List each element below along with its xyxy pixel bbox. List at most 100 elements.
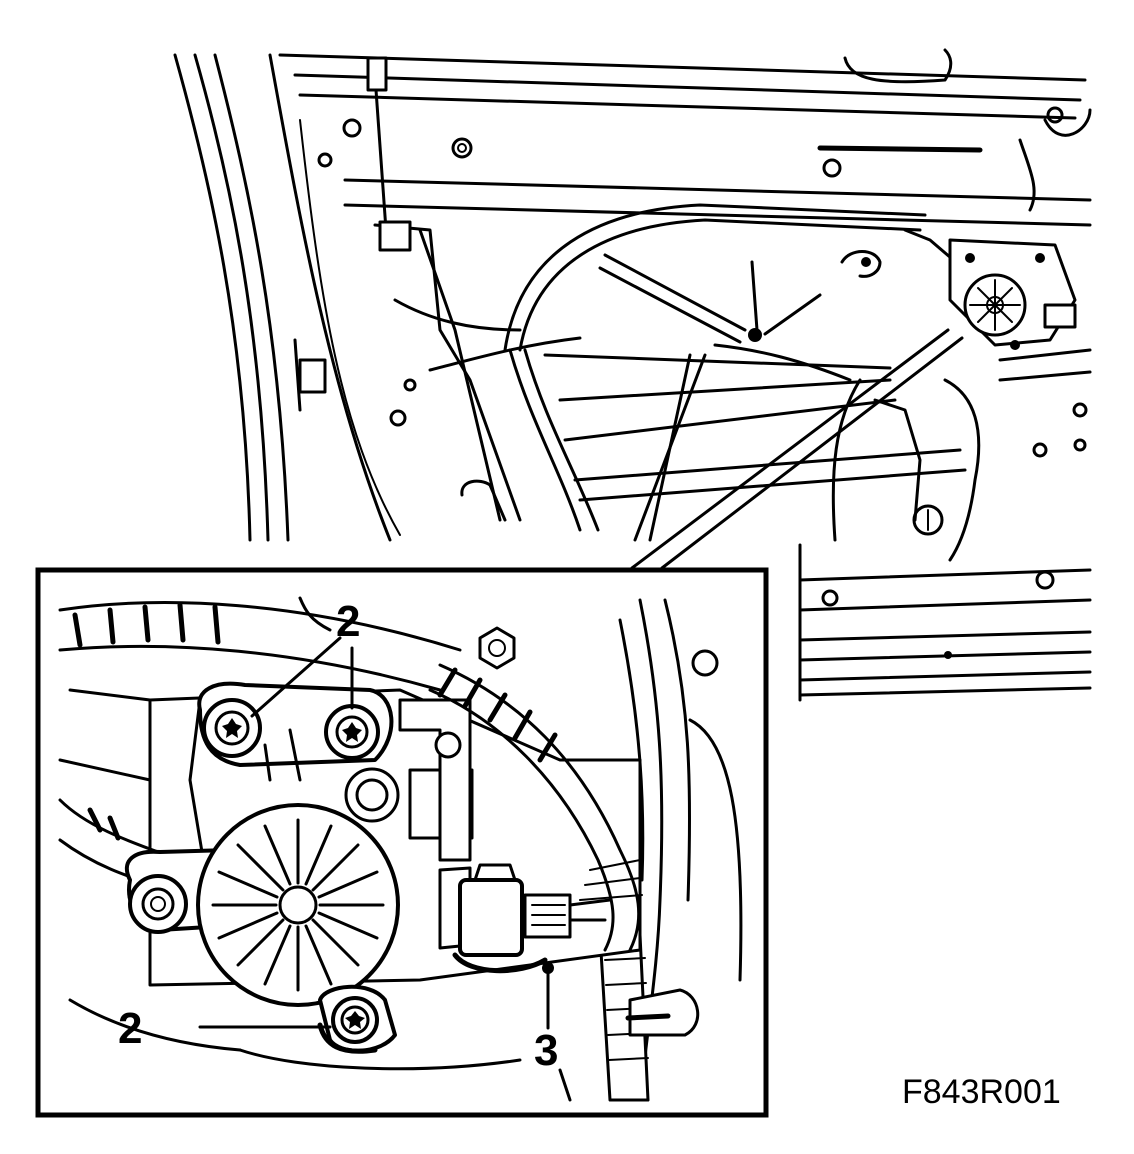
wire-loom-inner bbox=[428, 688, 615, 952]
connector-wires bbox=[568, 898, 612, 922]
bracket-bolt bbox=[748, 328, 762, 342]
torx-icon bbox=[345, 1011, 365, 1029]
sill-hole bbox=[1035, 570, 1055, 590]
callout-3: 3 bbox=[534, 1026, 558, 1075]
harness-band-top bbox=[58, 601, 462, 652]
cable-down-1 bbox=[508, 348, 582, 532]
cable-loop-outer bbox=[503, 203, 927, 352]
wire-1 bbox=[713, 343, 852, 382]
cable-loop-inner bbox=[518, 218, 922, 352]
bushing-inner bbox=[355, 778, 389, 812]
overview-motor-ribs bbox=[969, 279, 1021, 331]
hook bbox=[840, 250, 882, 278]
star-arm bbox=[750, 260, 759, 332]
latch-line bbox=[293, 338, 302, 412]
connector-plug bbox=[458, 878, 524, 957]
bracket-ribs bbox=[263, 728, 302, 782]
grommet-plug bbox=[628, 988, 700, 1037]
hole bbox=[1072, 402, 1088, 418]
top-rail-2 bbox=[293, 73, 1082, 102]
harness-branch bbox=[298, 596, 332, 632]
grommet bbox=[912, 504, 944, 536]
inset-pillar-4 bbox=[688, 718, 743, 982]
overview-screw bbox=[1010, 340, 1020, 350]
bottom-edge-left bbox=[68, 998, 242, 1052]
overview-screw bbox=[965, 253, 975, 263]
hex-nut-center bbox=[488, 639, 506, 657]
lower-harness-wraps bbox=[87, 807, 121, 841]
detail-view bbox=[58, 596, 743, 1102]
leader-line-left bbox=[630, 328, 950, 570]
corner-bracket bbox=[843, 48, 953, 84]
inset-pillar-3 bbox=[618, 618, 645, 882]
star-arm bbox=[763, 293, 822, 336]
lock-rod bbox=[374, 88, 388, 232]
hex-nut bbox=[478, 626, 516, 670]
ear-center bbox=[150, 896, 166, 912]
harness-sleeve-ribs bbox=[604, 957, 649, 1061]
sill-hole bbox=[944, 651, 952, 659]
gearbox-pin bbox=[434, 731, 462, 759]
connector-seal bbox=[452, 952, 548, 974]
cable-down-2 bbox=[523, 348, 600, 532]
harness-left-2 bbox=[428, 336, 582, 372]
door-latch-tab bbox=[298, 358, 327, 394]
sill-rail-3 bbox=[798, 630, 1092, 642]
rail-a bbox=[543, 353, 892, 370]
sill-rail-2 bbox=[798, 598, 1092, 612]
hole bbox=[403, 378, 417, 392]
figure-code: F843R001 bbox=[902, 1073, 1061, 1111]
torx-icon bbox=[342, 722, 362, 742]
plate-left-lines bbox=[58, 688, 152, 782]
loom-wraps bbox=[437, 667, 558, 763]
door-overview bbox=[173, 48, 1092, 702]
sill-rail-5 bbox=[798, 670, 1092, 682]
wire-loom-outer bbox=[438, 663, 641, 952]
frame-line-5 bbox=[299, 119, 401, 536]
overview-motor bbox=[948, 238, 1077, 350]
frame-line-3 bbox=[213, 53, 290, 542]
right-pillar bbox=[873, 398, 922, 522]
frame-line-4 bbox=[268, 53, 392, 542]
wire-3 bbox=[648, 353, 692, 542]
torx-icon bbox=[222, 718, 242, 738]
star-arm bbox=[603, 253, 747, 332]
loom-wires bbox=[579, 859, 643, 901]
hole bbox=[451, 137, 473, 159]
bushing-outer bbox=[344, 767, 400, 823]
bottom-tick bbox=[558, 1068, 572, 1102]
overview-connector bbox=[1043, 303, 1077, 329]
ear-hole bbox=[141, 887, 175, 921]
sill-hole bbox=[821, 589, 839, 607]
rod-clip bbox=[366, 56, 388, 92]
cable-right-2 bbox=[1043, 108, 1092, 137]
vertical-bracket-2 bbox=[418, 228, 502, 522]
harness-wraps bbox=[72, 602, 221, 648]
rail-b bbox=[558, 378, 892, 402]
right-curve bbox=[943, 378, 981, 562]
right-rail-2 bbox=[998, 370, 1092, 382]
inset-pillar-2 bbox=[663, 598, 692, 902]
panel-hole bbox=[691, 649, 719, 677]
cable-right bbox=[1018, 138, 1036, 212]
lower-clip bbox=[460, 479, 507, 522]
connector-pins bbox=[531, 904, 566, 926]
hook-bolt bbox=[861, 257, 871, 267]
hole bbox=[342, 118, 362, 138]
motor-ribs bbox=[211, 818, 385, 992]
top-rail-1 bbox=[278, 53, 1087, 82]
plate-edge bbox=[188, 698, 207, 872]
callout-2-top: 2 bbox=[336, 597, 360, 646]
slot-mark bbox=[817, 145, 983, 153]
hole bbox=[1046, 106, 1064, 124]
harness-left bbox=[393, 298, 522, 332]
beam-upper bbox=[343, 178, 1092, 202]
screw-wire bbox=[317, 1022, 378, 1054]
leader-2-left bbox=[250, 636, 342, 718]
star-arm bbox=[598, 266, 742, 344]
hole bbox=[822, 158, 842, 178]
plug-slot bbox=[625, 1013, 671, 1021]
frame-line-2 bbox=[193, 53, 270, 542]
leader-line-right bbox=[660, 336, 964, 570]
